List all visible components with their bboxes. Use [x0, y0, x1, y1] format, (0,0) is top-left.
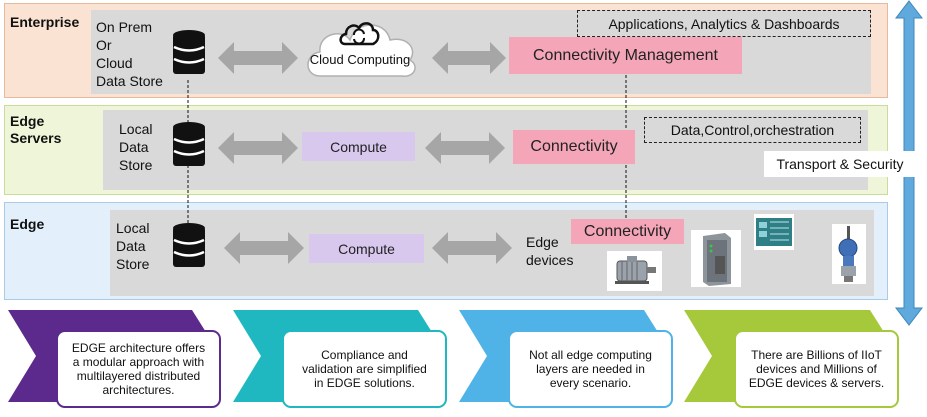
connectivity-management-box: Connectivity Management [509, 37, 742, 74]
callout-modular-approach: EDGE architecture offers a modular appro… [56, 330, 221, 408]
sync-icon [339, 22, 380, 46]
transport-security-label: Transport & Security [764, 151, 916, 177]
callout-layers-optional: Not all edge computing layers are needed… [508, 330, 673, 408]
double-arrow-icon [425, 132, 505, 164]
cloud-sync-icon [307, 24, 416, 77]
callout-device-scale: There are Billions of IIoT devices and M… [734, 330, 899, 408]
hmi-panel-icon [754, 214, 794, 250]
edge-servers-compute-box: Compute [302, 132, 415, 161]
edge-connectivity-box: Connectivity [571, 219, 684, 244]
edge-devices-label: Edge devices [526, 234, 574, 268]
edge-layer-title: Edge [10, 216, 45, 232]
edge-store-label: Local Data Store [116, 220, 150, 272]
enterprise-layer-title: Enterprise [10, 14, 80, 30]
edge-compute-box: Compute [309, 234, 424, 263]
transmitter-icon [832, 224, 866, 284]
data-control-orchestration-box: Data,Control,orchestration [644, 117, 861, 143]
database-icon [173, 30, 205, 74]
motor-icon [607, 251, 662, 291]
applications-analytics-box: Applications, Analytics & Dashboards [577, 10, 871, 37]
enterprise-store-label: On Prem Or Cloud Data Store [96, 19, 163, 89]
double-arrow-icon [218, 42, 298, 74]
controller-icon [691, 230, 741, 287]
callout-compliance: Compliance and validation are simplified… [282, 330, 447, 408]
edge-servers-connectivity-box: Connectivity [513, 130, 635, 164]
database-icon [173, 122, 205, 166]
double-arrow-icon [432, 232, 512, 264]
double-arrow-icon [218, 132, 298, 164]
edge-servers-store-label: Local Data Store [119, 121, 153, 173]
double-arrow-icon [224, 232, 304, 264]
database-icon [173, 223, 205, 267]
cloud-computing-label: Cloud Computing [309, 52, 411, 67]
double-arrow-icon [432, 42, 506, 74]
edge-servers-layer-title: Edge Servers [10, 113, 62, 146]
